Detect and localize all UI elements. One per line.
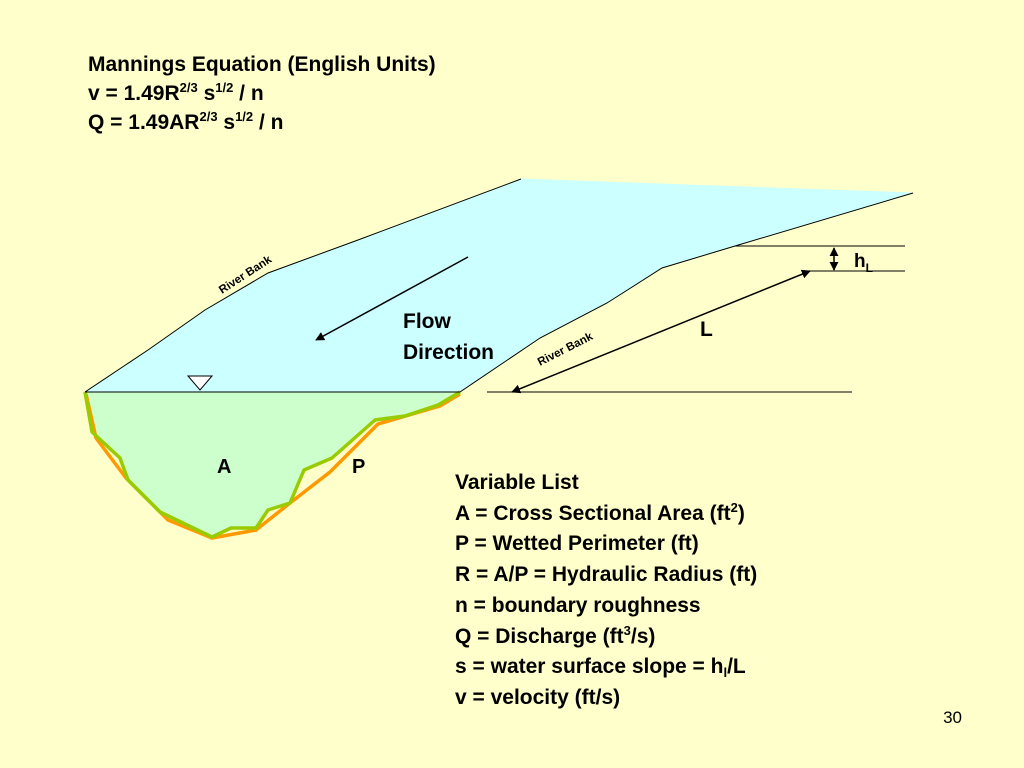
velocity-eq-base: v = 1.49R [88,82,180,105]
variable-list: Variable List A = Cross Sectional Area (… [455,468,757,714]
velocity-eq-s-exponent: 1/2 [215,80,234,95]
river-bank-lower-label: River Bank [536,330,596,368]
variable-discharge-text: Q = Discharge (ft [455,624,624,648]
cross-section-area [85,392,460,537]
variable-slope-sub: l [723,665,728,681]
length-label: L [700,318,713,341]
upper-river-bank-line [84,178,522,393]
flow-label-line2: Direction [403,341,494,364]
flow-label-line1: Flow [403,310,451,333]
variable-discharge: Q = Discharge (ft3/s) [455,622,757,653]
variable-discharge-sup: 3 [623,622,631,638]
equation-title: Mannings Equation (English Units) [88,53,436,76]
variable-area-tail: ) [737,501,745,525]
variable-roughness: n = boundary roughness [455,593,701,617]
water-level-triangle-icon [186,375,214,391]
variable-radius: R = A/P = Hydraulic Radius (ft) [455,563,758,587]
velocity-eq-r-exponent: 2/3 [179,80,198,95]
discharge-equation: Q = 1.49AR2/3 s1/2 / n [88,108,436,137]
velocity-eq-tail: / n [233,82,264,105]
head-loss-label-sub: L [866,261,873,275]
variable-area-sup: 2 [730,499,738,515]
discharge-eq-tail: / n [253,111,284,134]
discharge-eq-s-exponent: 1/2 [235,109,254,124]
discharge-eq-base: Q = 1.49AR [88,111,200,134]
variable-perimeter: P = Wetted Perimeter (ft) [455,532,699,556]
length-arrow-icon [511,269,811,394]
head-loss-label-h: h [854,251,866,272]
variable-slope: s = water surface slope = hl/L [455,652,757,683]
perimeter-label: P [352,456,365,478]
equation-block: Mannings Equation (English Units) v = 1.… [88,50,436,137]
variable-velocity: v = velocity (ft/s) [455,685,621,709]
variable-area: A = Cross Sectional Area (ft2) [455,499,757,530]
head-loss-label: hL [854,251,873,275]
variable-slope-text: s = water surface slope = h [455,655,724,679]
velocity-equation: v = 1.49R2/3 s1/2 / n [88,79,436,108]
variable-slope-tail: /L [727,655,746,679]
water-surface [85,179,913,392]
wetted-perimeter-line [83,390,461,539]
water-surface-far-edge [520,178,914,194]
velocity-eq-s: s [197,82,216,105]
flow-direction-arrow-icon [315,256,469,341]
variable-list-title: Variable List [455,471,579,494]
variable-discharge-tail: /s) [630,624,656,648]
area-label: A [217,456,231,478]
discharge-eq-s: s [217,111,236,134]
variable-area-text: A = Cross Sectional Area (ft [455,501,731,525]
page-number: 30 [943,708,962,727]
discharge-eq-r-exponent: 2/3 [199,109,218,124]
